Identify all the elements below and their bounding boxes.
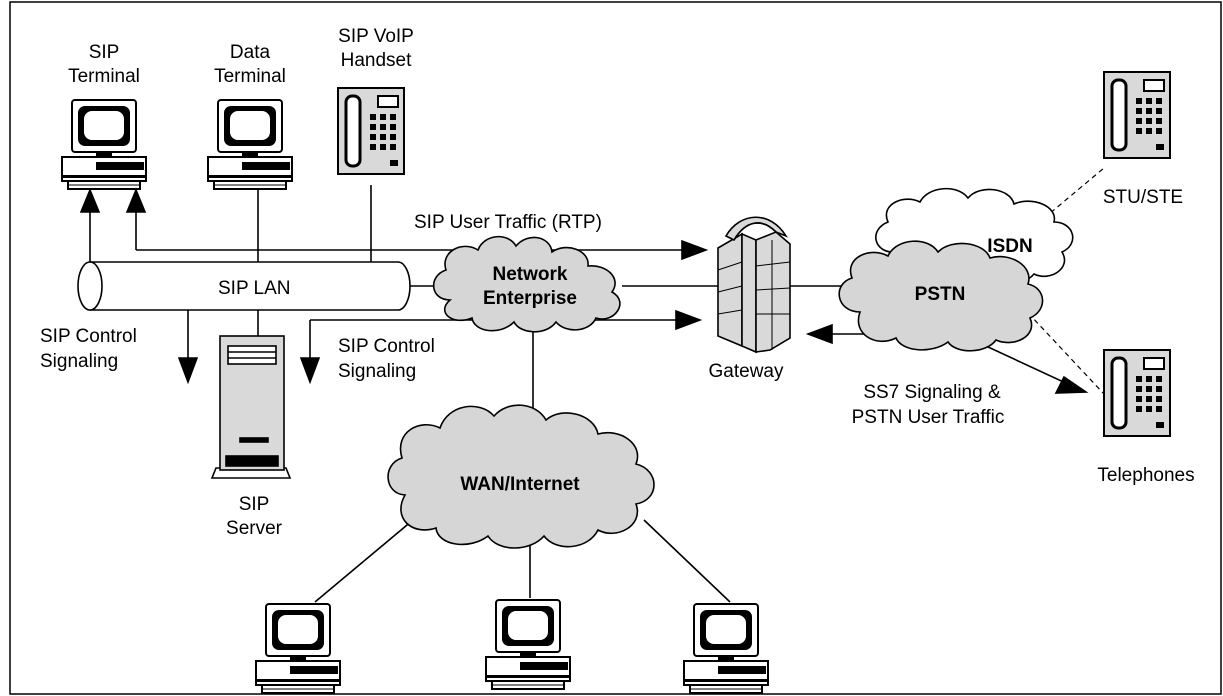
sip-lan-cylinder-icon [77, 261, 411, 311]
control-left-label-2: Signaling [40, 351, 118, 372]
data-terminal-label-2: Terminal [214, 66, 286, 87]
voip-handset-label-1: SIP VoIP [338, 26, 414, 47]
sip-voip-handset-phone-icon [336, 86, 406, 176]
pstn-cloud-icon [838, 240, 1044, 352]
ss7-label-2: PSTN User Traffic [852, 407, 1005, 428]
network-label-1: Network [493, 264, 568, 285]
user-traffic-label: SIP User Traffic (RTP) [414, 212, 602, 233]
gateway-label: Gateway [709, 361, 784, 382]
data-terminal-label-1: Data [230, 42, 271, 63]
control-mid-label-2: Signaling [338, 361, 416, 382]
pstn-label: PSTN [915, 284, 966, 305]
wan-computer-2-icon [485, 599, 571, 690]
control-left-label-1: SIP Control [40, 326, 137, 347]
sip-server-label-1: SIP [239, 494, 270, 515]
diagram-labels: SIP Terminal Data Terminal SIP VoIP Hand… [40, 26, 1195, 539]
gateway-building-icon [717, 216, 791, 354]
sip-terminal-label-1: SIP [89, 42, 120, 63]
network-label-2: Enterprise [483, 288, 577, 309]
control-mid-label-1: SIP Control [338, 336, 435, 357]
network-enterprise-cloud-icon [432, 235, 621, 333]
telephones-label: Telephones [1097, 465, 1194, 486]
sip-server-tower-icon [210, 335, 292, 479]
sip-lan-label: SIP LAN [218, 278, 291, 299]
sip-terminal-computer-icon [61, 99, 147, 190]
ss7-label-1: SS7 Signaling & [863, 382, 1001, 403]
diagram-frame [9, 1, 1222, 695]
wan-internet-cloud-icon [387, 404, 655, 549]
wan-computer-3-icon [683, 603, 769, 694]
telephones-phone-icon [1102, 348, 1172, 438]
stu-ste-label: STU/STE [1103, 187, 1183, 208]
data-terminal-computer-icon [207, 99, 293, 190]
wan-label: WAN/Internet [460, 474, 580, 495]
sip-terminal-label-2: Terminal [68, 66, 140, 87]
voip-handset-label-2: Handset [341, 50, 412, 71]
stu-ste-phone-icon [1102, 70, 1172, 160]
wan-computer-1-icon [255, 603, 341, 694]
sip-server-label-2: Server [226, 518, 283, 539]
isdn-label: ISDN [987, 236, 1032, 257]
connection-lines [257, 185, 842, 603]
